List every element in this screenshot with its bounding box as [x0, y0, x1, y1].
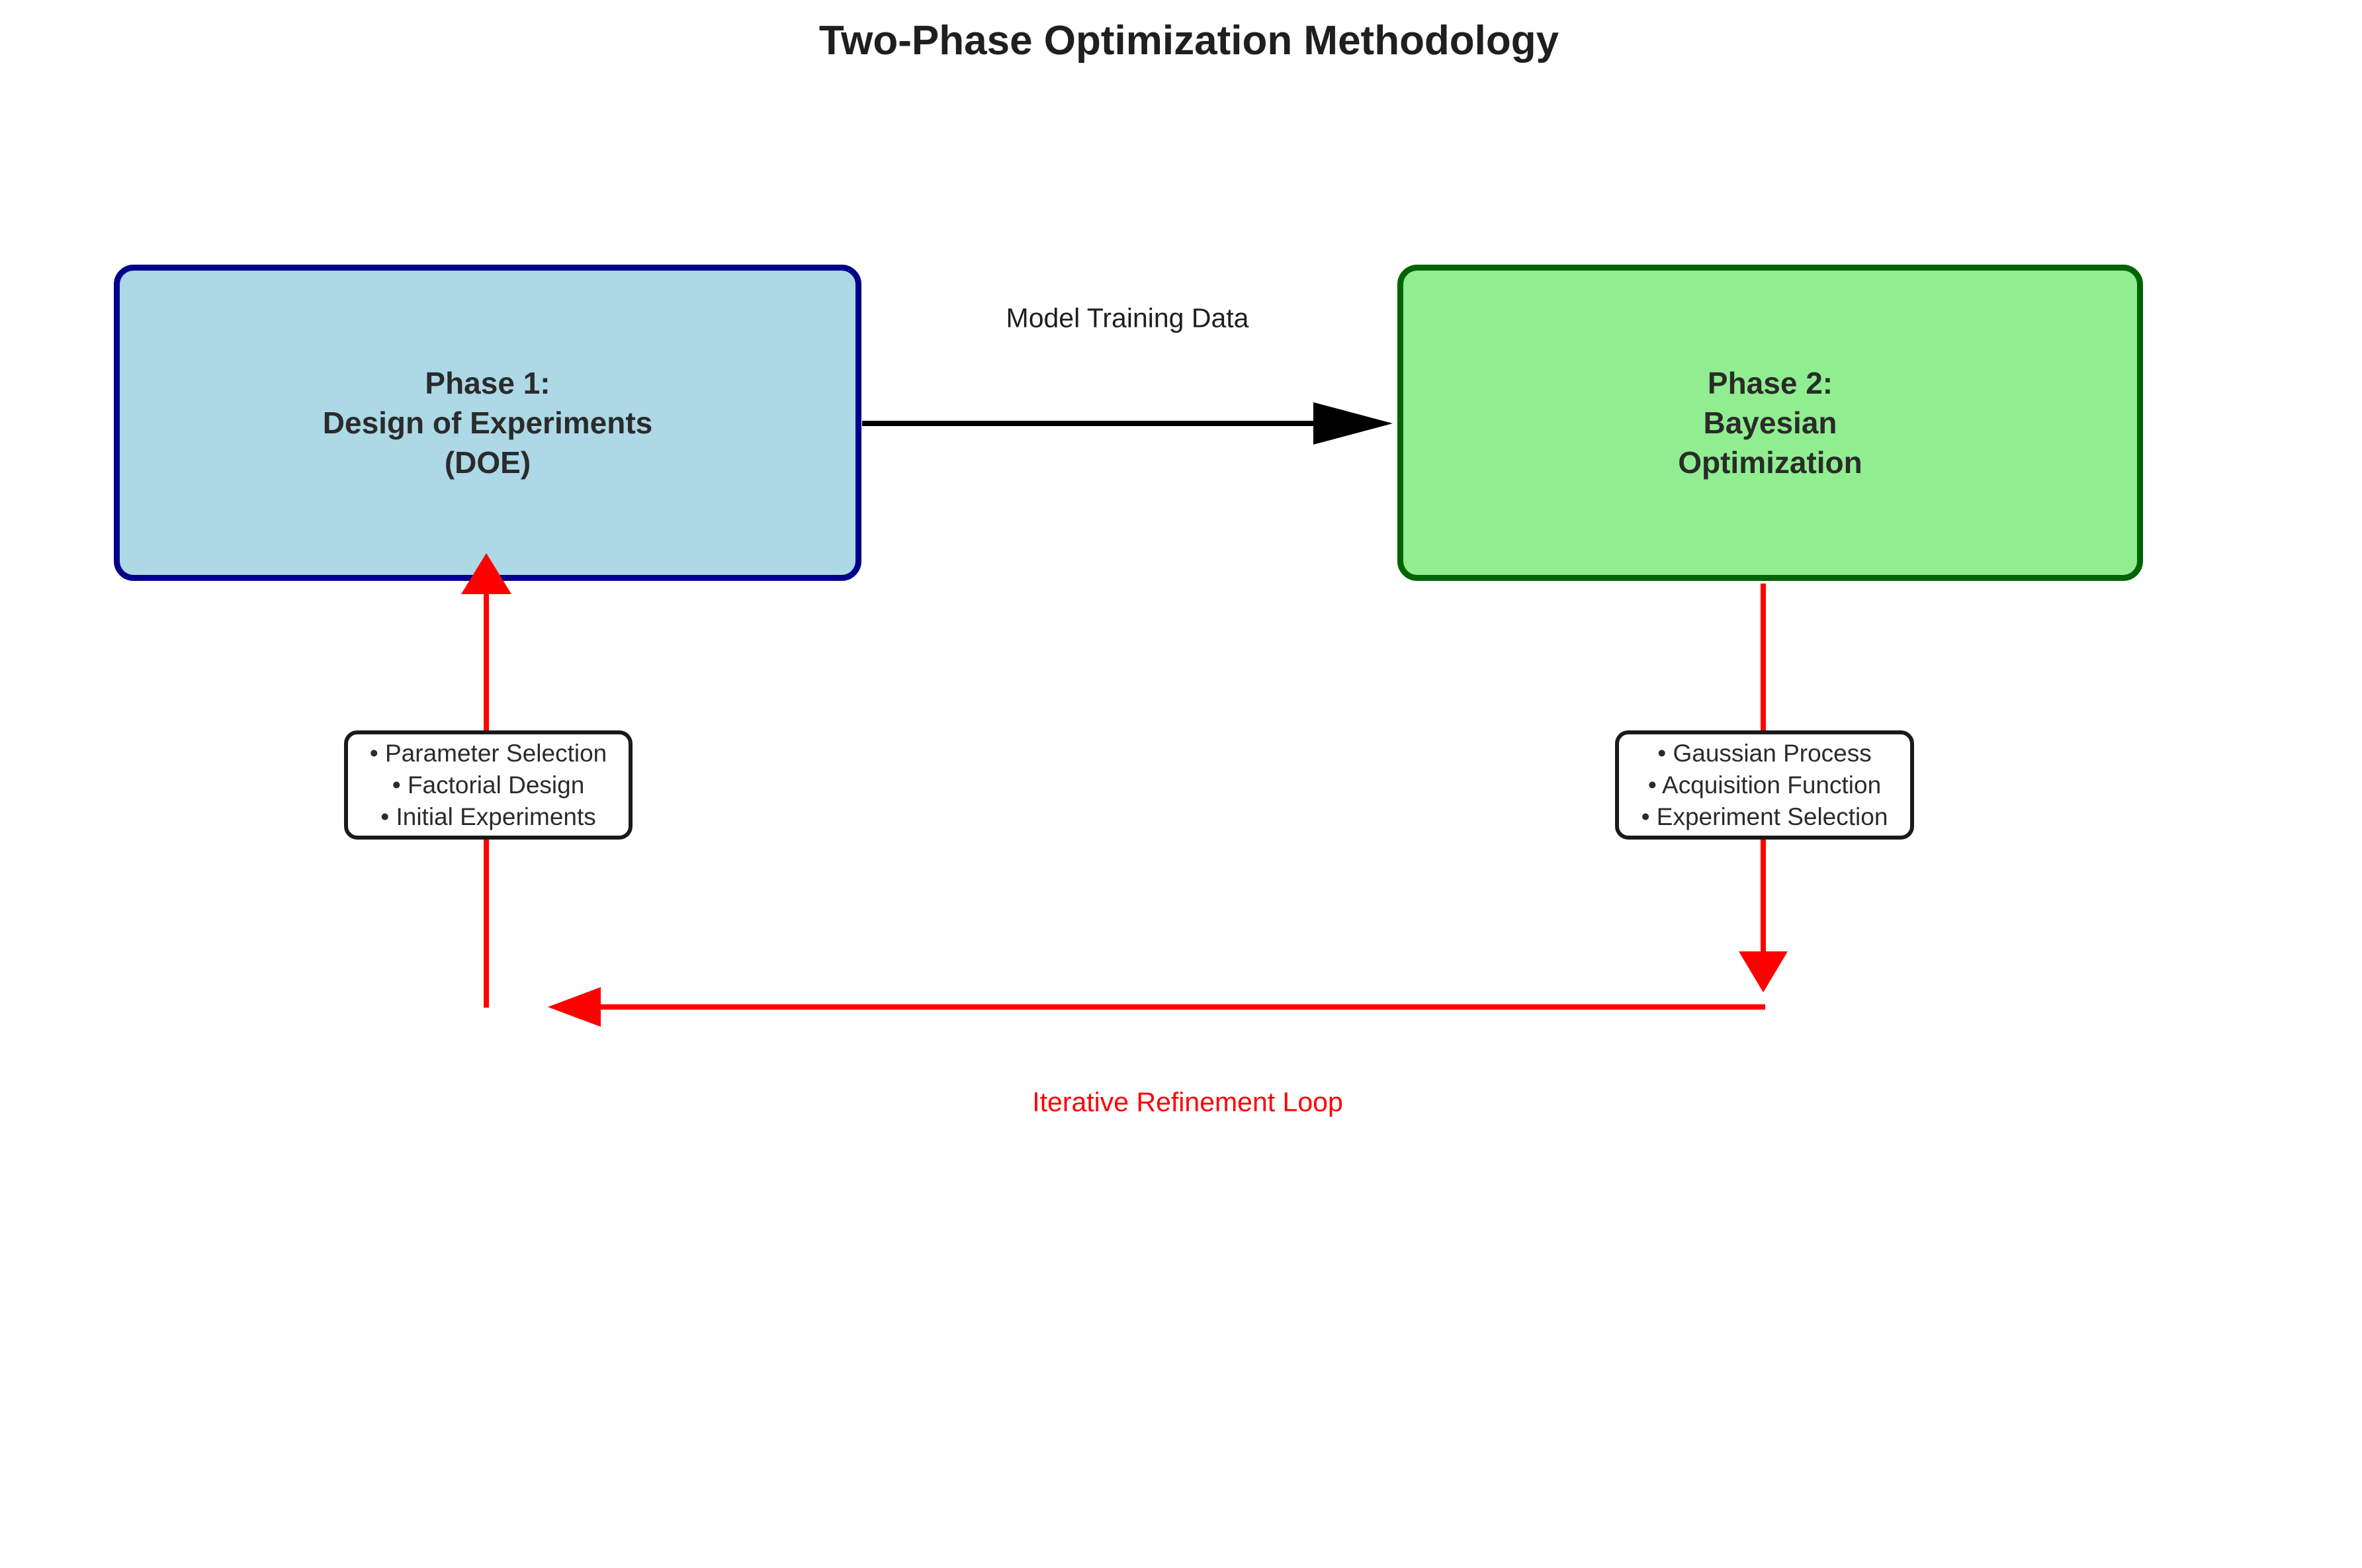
phase2-line-2: Bayesian	[1703, 406, 1837, 440]
phase1-line-2: Design of Experiments	[322, 406, 653, 440]
loop-down-arrowhead-icon	[1739, 951, 1788, 992]
phase2-detail-item-2: • Acquisition Function	[1647, 771, 1882, 799]
diagram-title: Two-Phase Optimization Methodology	[818, 18, 1559, 64]
phase1-details-box: • Parameter Selection • Factorial Design…	[344, 730, 633, 840]
phase2-box: Phase 2: Bayesian Optimization	[1397, 265, 2143, 581]
phase1-detail-item-2: • Factorial Design	[392, 771, 585, 799]
model-training-data-label: Model Training Data	[1006, 302, 1249, 333]
phase2-detail-item-1: • Gaussian Process	[1657, 739, 1872, 767]
loop-up-arrowhead-icon	[461, 553, 511, 594]
model-data-arrowhead-icon	[1313, 402, 1393, 445]
phase2-line-3: Optimization	[1678, 445, 1862, 480]
phase2-detail-item-3: • Experiment Selection	[1641, 803, 1888, 830]
phase2-line-1: Phase 2:	[1707, 366, 1833, 400]
phase1-detail-item-3: • Initial Experiments	[380, 803, 596, 830]
iterative-loop-label: Iterative Refinement Loop	[1032, 1086, 1343, 1117]
model-data-arrow	[862, 402, 1393, 445]
phase1-box: Phase 1: Design of Experiments (DOE)	[114, 265, 861, 581]
loop-left-arrow	[548, 987, 1765, 1027]
phase1-detail-item-1: • Parameter Selection	[369, 739, 607, 767]
phase1-line-1: Phase 1:	[425, 366, 550, 400]
phase1-line-3: (DOE)	[444, 445, 531, 480]
phase2-details-box: • Gaussian Process • Acquisition Functio…	[1615, 730, 1914, 840]
loop-left-arrowhead-icon	[548, 987, 601, 1027]
